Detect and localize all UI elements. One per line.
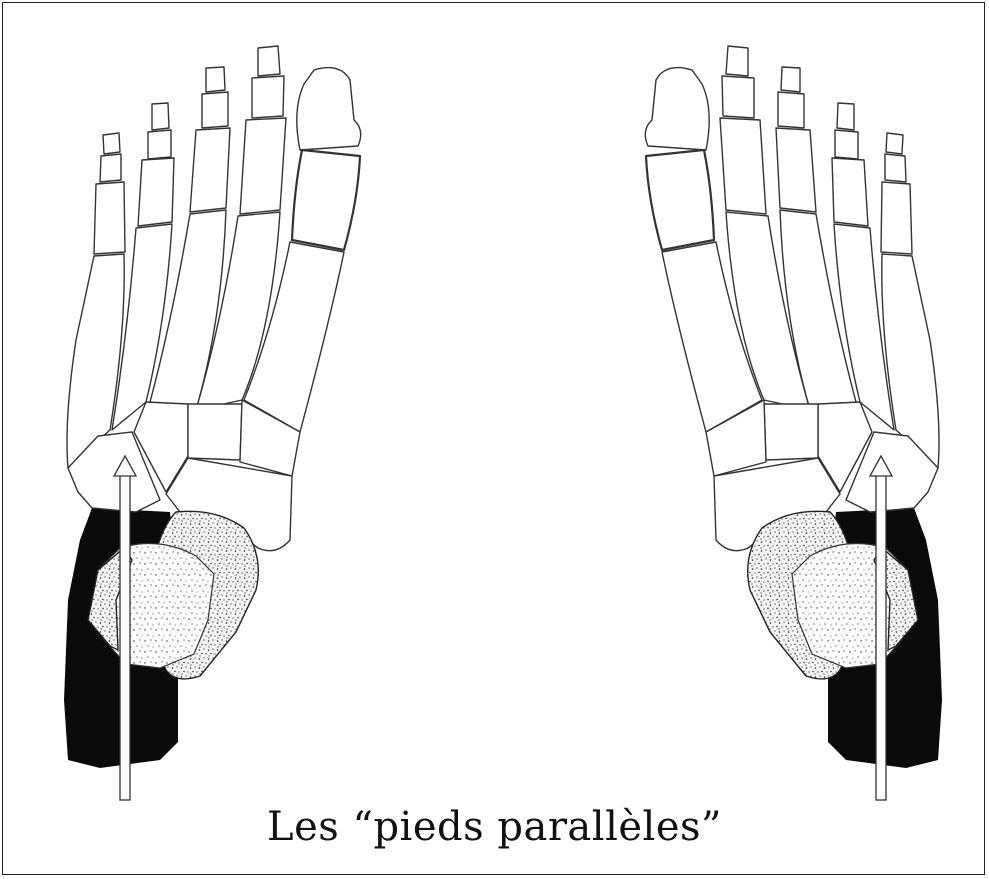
left-foot [64,46,361,800]
left-toe-phalanges [94,46,361,254]
right-foot [645,46,942,800]
right-toe-phalanges [645,46,912,254]
figure-caption: Les “pieds parallèles” [0,804,989,850]
